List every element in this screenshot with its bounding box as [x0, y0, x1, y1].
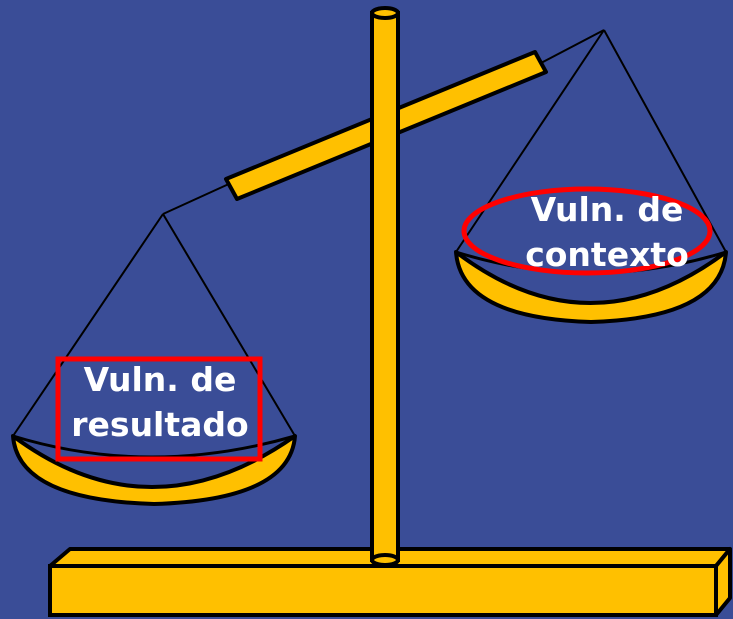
- right-highlight-ellipse: [461, 186, 713, 276]
- left-highlight-rectangle: [55, 356, 263, 462]
- left-pan-label-line2: resultado: [71, 405, 248, 444]
- right-pan-label-line1: Vuln. de: [531, 190, 684, 229]
- scale-pole: [370, 6, 400, 567]
- left-pan-label-line1: Vuln. de: [84, 360, 237, 399]
- left-pan: [11, 434, 297, 506]
- beam-left-wire: [162, 182, 232, 215]
- right-pan-label-line2: contexto: [525, 235, 689, 274]
- scale-base: [48, 547, 732, 617]
- beam-right-wire: [540, 29, 605, 64]
- left-pan-strings: [12, 213, 296, 437]
- right-pan-strings: [455, 29, 727, 253]
